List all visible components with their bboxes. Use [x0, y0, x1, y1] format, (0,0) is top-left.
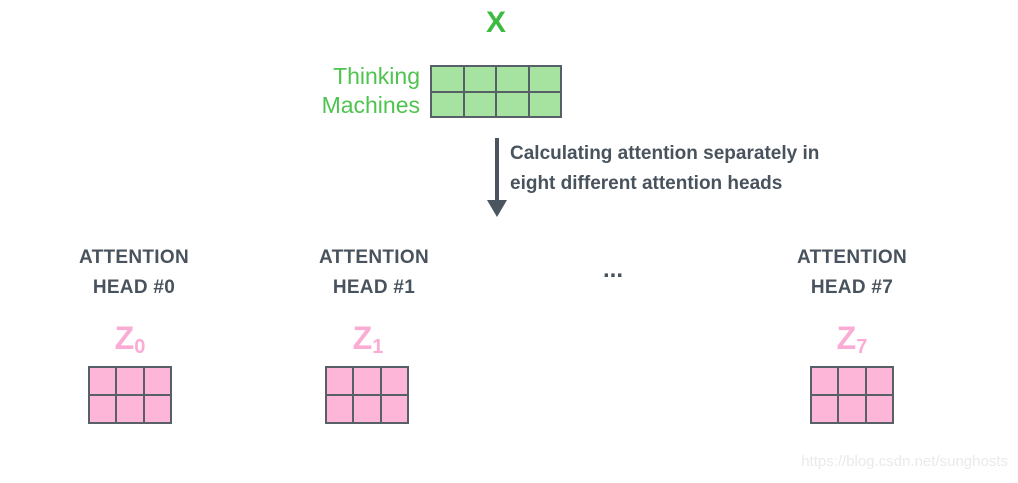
arrow-note-line1: Calculating attention separately in — [510, 143, 820, 164]
matrix-cell — [116, 367, 144, 395]
attention-head-7-label: ATTENTION HEAD #7 — [762, 243, 942, 303]
matrix-cell — [380, 395, 408, 423]
input-matrix — [430, 65, 562, 118]
attention-head-0-label-line1: ATTENTION — [78, 247, 189, 268]
matrix-cell — [353, 367, 381, 395]
matrix-cell — [838, 367, 866, 395]
matrix-cell — [463, 66, 496, 92]
arrow-note: Calculating attention separately in eigh… — [510, 139, 930, 199]
z0-base: Z — [114, 320, 135, 356]
heads-ellipsis: ... — [602, 256, 623, 283]
matrix-cell — [838, 395, 866, 423]
matrix-cell — [811, 395, 839, 423]
matrix-cell — [496, 91, 529, 117]
matrix-cell — [326, 367, 354, 395]
z7-base: Z — [836, 320, 857, 356]
attention-head-1-label-line2: HEAD #1 — [332, 277, 416, 298]
down-arrow-head-icon — [487, 200, 507, 217]
matrix-cell — [431, 91, 464, 117]
down-arrow-line — [495, 138, 499, 201]
matrix-cell — [865, 395, 893, 423]
matrix-cell — [528, 66, 561, 92]
matrix-cell — [116, 395, 144, 423]
matrix-cell — [89, 395, 117, 423]
z7-matrix — [810, 366, 894, 424]
matrix-cell — [89, 367, 117, 395]
z7-subscript: 7 — [856, 336, 868, 358]
matrix-cell — [326, 395, 354, 423]
matrix-cell — [528, 91, 561, 117]
z7-label: Z7 — [802, 320, 902, 359]
z0-subscript: 0 — [134, 336, 146, 358]
attention-head-7-label-line2: HEAD #7 — [810, 277, 894, 298]
attention-head-1-label-line1: ATTENTION — [318, 247, 429, 268]
matrix-cell — [143, 367, 171, 395]
matrix-cell — [811, 367, 839, 395]
z0-label: Z0 — [80, 320, 180, 359]
input-word-thinking: Thinking — [333, 63, 420, 89]
z1-matrix — [325, 366, 409, 424]
attention-head-7-label-line1: ATTENTION — [796, 247, 907, 268]
input-word-machines: Machines — [321, 92, 420, 118]
matrix-cell — [865, 367, 893, 395]
matrix-cell — [463, 91, 496, 117]
matrix-cell — [143, 395, 171, 423]
z1-subscript: 1 — [372, 336, 384, 358]
matrix-cell — [431, 66, 464, 92]
attention-head-0-label: ATTENTION HEAD #0 — [44, 243, 224, 303]
z0-matrix — [88, 366, 172, 424]
z1-base: Z — [352, 320, 373, 356]
matrix-cell — [353, 395, 381, 423]
attention-head-0-label-line2: HEAD #0 — [92, 277, 176, 298]
input-matrix-title: X — [485, 6, 506, 39]
attention-head-1-label: ATTENTION HEAD #1 — [284, 243, 464, 303]
z1-label: Z1 — [318, 320, 418, 359]
matrix-cell — [380, 367, 408, 395]
arrow-note-line2: eight different attention heads — [510, 173, 783, 194]
matrix-cell — [496, 66, 529, 92]
watermark: https://blog.csdn.net/sunghosts — [801, 453, 1008, 470]
input-words: Thinking Machines — [250, 62, 420, 120]
